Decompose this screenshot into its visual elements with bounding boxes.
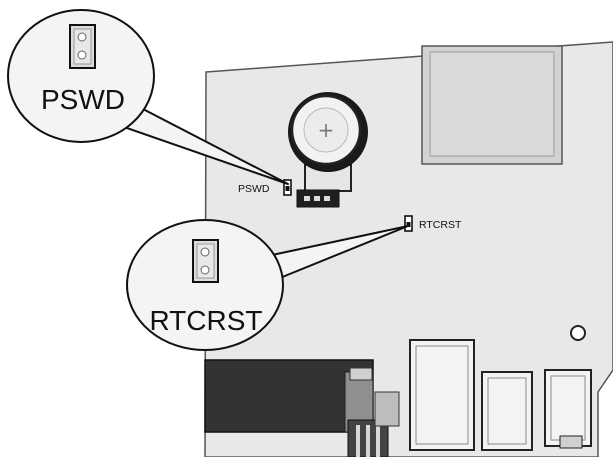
two-pin-jumper-icon: [69, 24, 96, 69]
rtcrst-callout-bubble: [126, 219, 284, 351]
pswd-callout-title: PSWD: [41, 84, 125, 115]
header-connector: [296, 189, 340, 208]
rtcrst-callout: RTCRST: [126, 219, 409, 351]
mounting-hole: [570, 325, 586, 341]
two-pin-jumper-icon: [192, 239, 219, 283]
svg-text:+: +: [318, 118, 335, 142]
back-panel-connectors: [409, 339, 592, 451]
processor-chip: [421, 45, 563, 165]
pswd-board-label: PSWD: [238, 183, 270, 195]
coin-cell-battery-icon: +: [288, 92, 368, 192]
rtcrst-board-jumper: [404, 215, 413, 232]
pswd-callout-bubble: [7, 9, 155, 143]
io-connector-dark: [204, 359, 400, 457]
pswd-board-jumper: [283, 179, 292, 196]
rtcrst-board-label: RTCRST: [419, 219, 462, 231]
rtcrst-callout-title: RTCRST: [149, 305, 262, 336]
pswd-callout: PSWD: [7, 9, 289, 185]
